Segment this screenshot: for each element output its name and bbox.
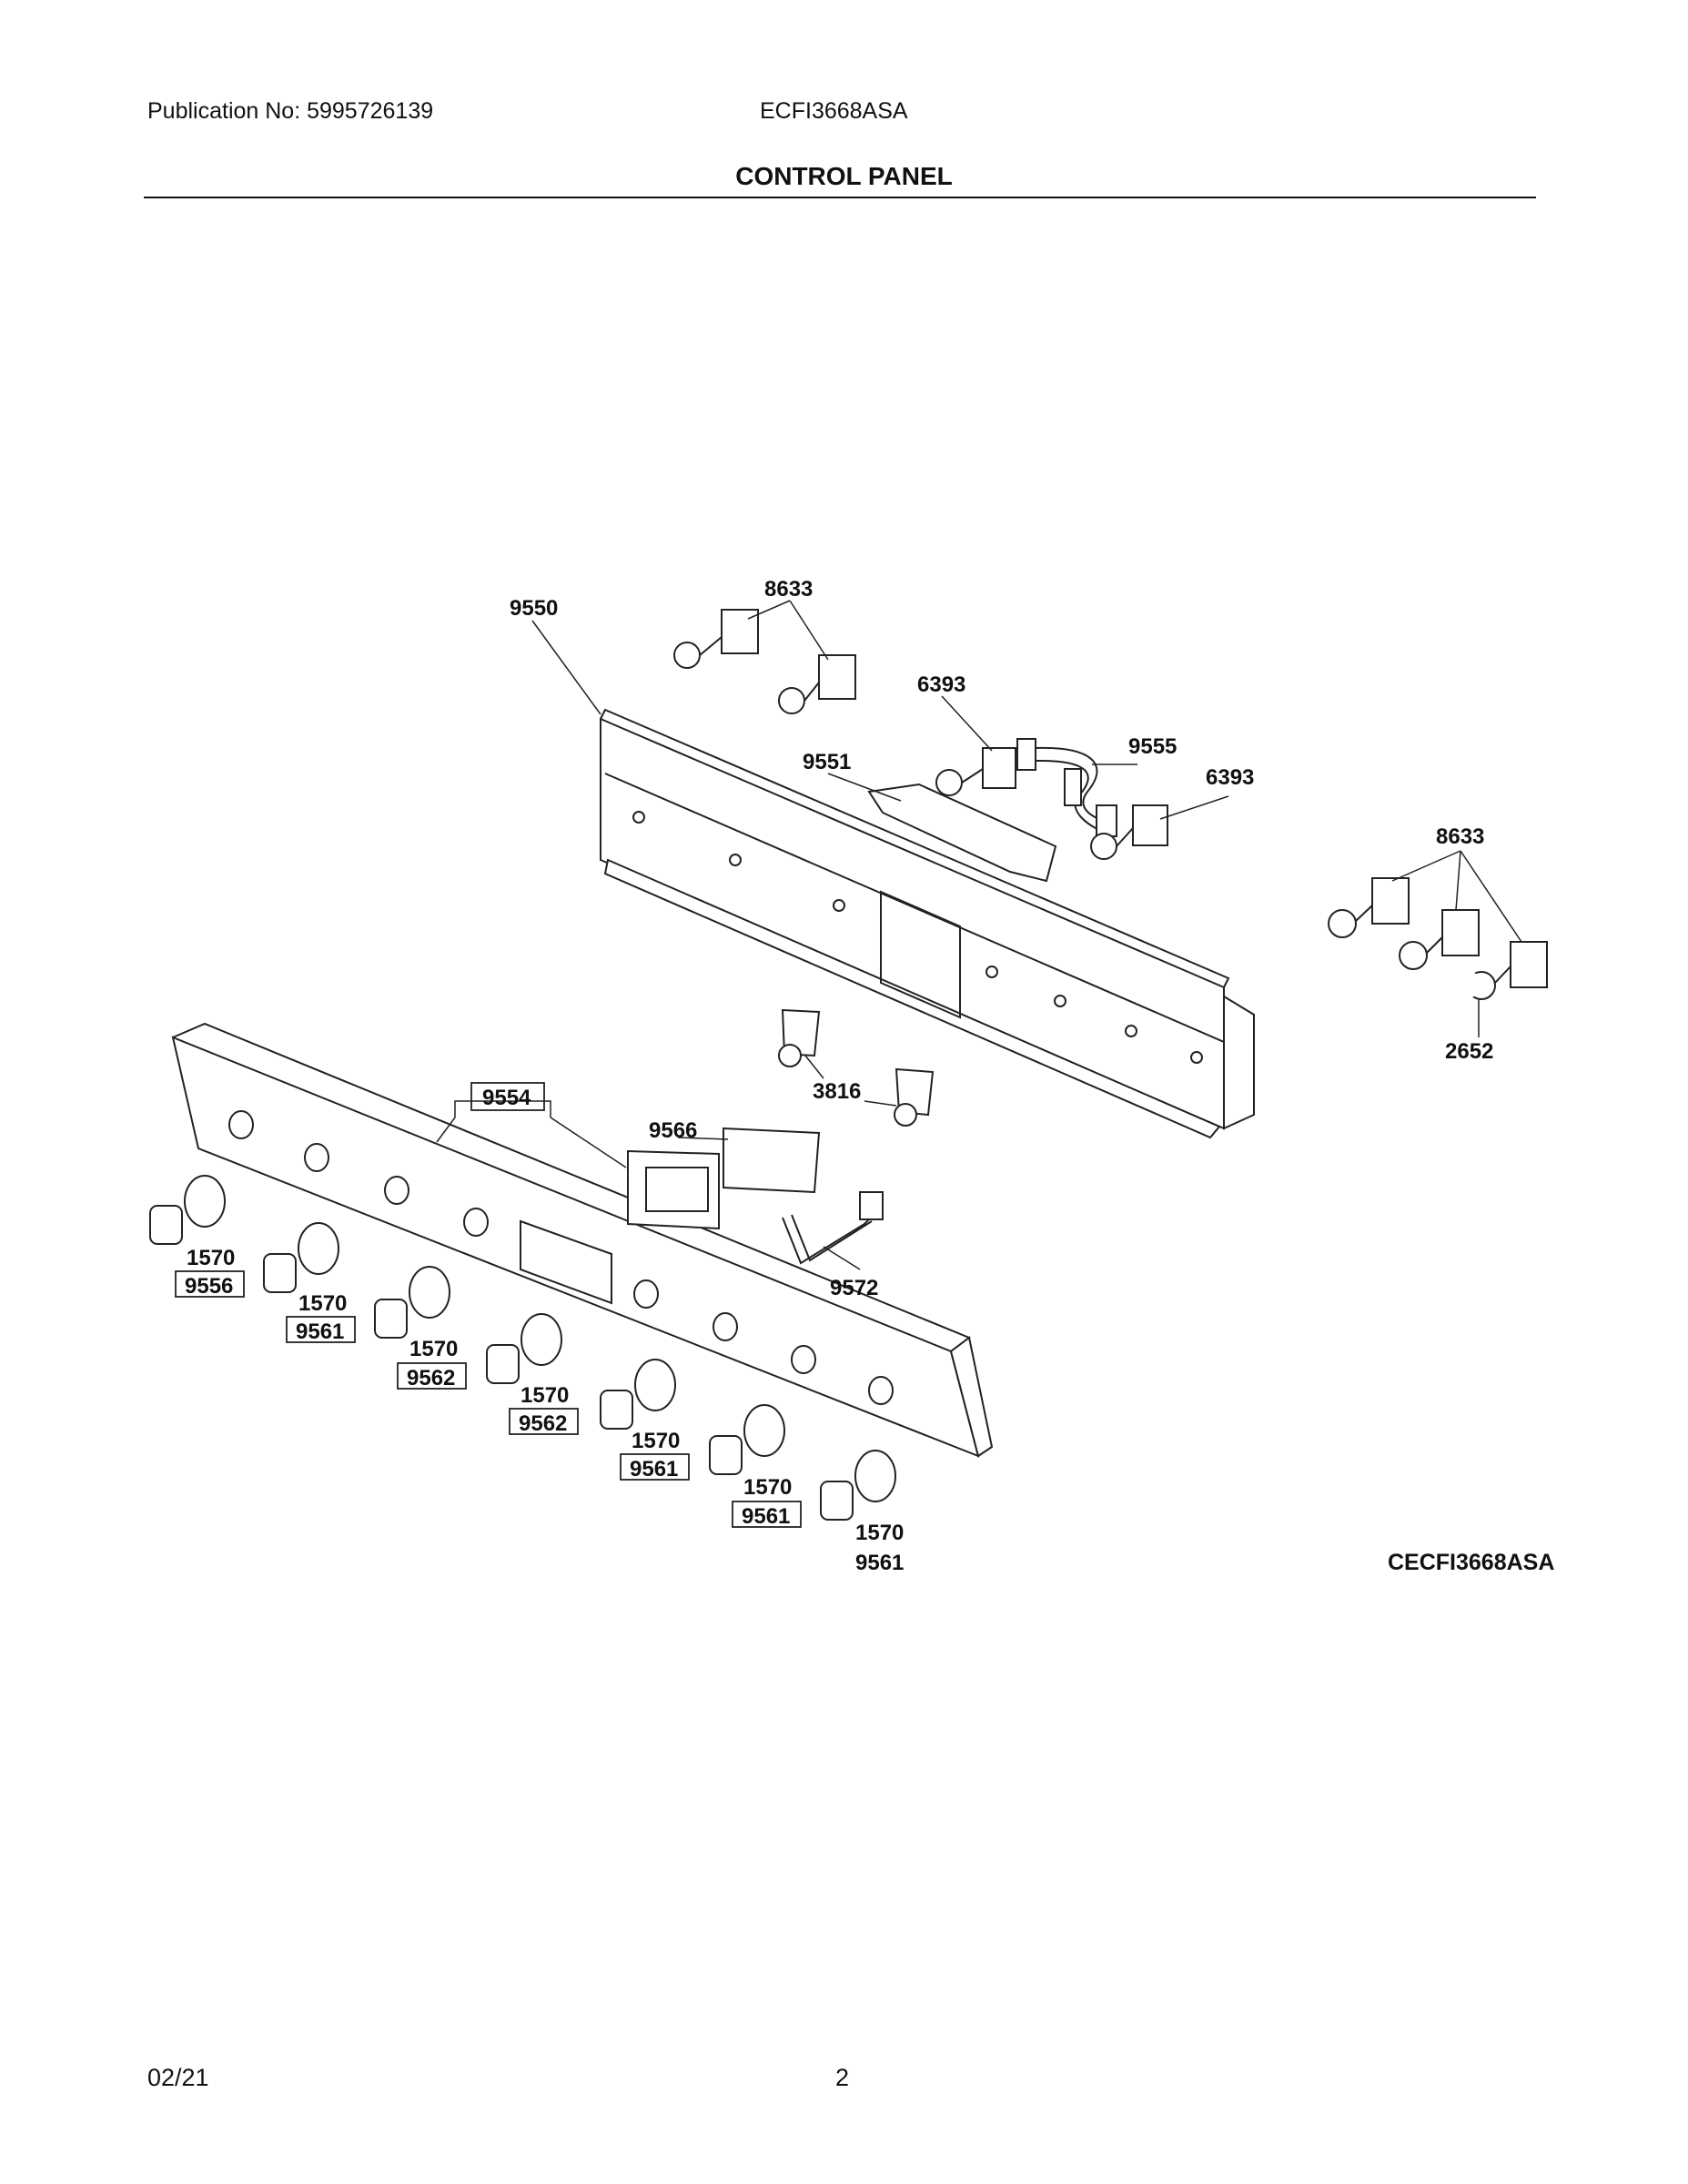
callout-9551: 9551 bbox=[803, 750, 851, 774]
publication-number: Publication No: 5995726139 bbox=[147, 98, 434, 124]
callout-1570-2: 1570 bbox=[298, 1291, 347, 1316]
callout-1570-4: 1570 bbox=[521, 1383, 569, 1408]
ribbon-cable-9572 bbox=[782, 1191, 884, 1265]
callout-1570-5: 1570 bbox=[632, 1429, 680, 1453]
callout-boxes bbox=[175, 1082, 802, 1528]
callout-9555: 9555 bbox=[1128, 734, 1177, 759]
leader-lines bbox=[436, 600, 1522, 1270]
display-bracket bbox=[867, 783, 1057, 883]
callout-8633-top: 8633 bbox=[764, 577, 813, 602]
revision-date: 02/21 bbox=[147, 2064, 209, 2091]
infinite-switches-right bbox=[1328, 877, 1548, 1000]
callout-9572: 9572 bbox=[830, 1276, 878, 1300]
callout-9561-2: 9561 bbox=[630, 1457, 678, 1481]
callout-9554: 9554 bbox=[482, 1086, 531, 1110]
callout-1570-7: 1570 bbox=[855, 1521, 904, 1545]
model-number: ECFI3668ASA bbox=[760, 98, 908, 124]
wire-harness-9555 bbox=[1016, 738, 1117, 837]
callout-1570-3: 1570 bbox=[409, 1337, 458, 1361]
page-number: 2 bbox=[835, 2064, 850, 2091]
callout-8633-right: 8633 bbox=[1436, 824, 1484, 849]
selector-switches bbox=[778, 1008, 935, 1127]
callout-6393-a: 6393 bbox=[917, 672, 965, 697]
infinite-switches-top bbox=[673, 609, 1168, 860]
control-knobs bbox=[149, 1175, 896, 1521]
callout-1570-6: 1570 bbox=[743, 1475, 792, 1500]
rear-panel-holes bbox=[632, 811, 1203, 1064]
callout-9561-4: 9561 bbox=[855, 1551, 904, 1575]
callout-6393-b: 6393 bbox=[1206, 765, 1254, 790]
callout-9562-1: 9562 bbox=[407, 1366, 455, 1390]
rear-panel-bracket bbox=[600, 708, 1255, 1139]
callout-9562-2: 9562 bbox=[519, 1411, 567, 1436]
callout-9561-1: 9561 bbox=[296, 1320, 344, 1344]
header-rule bbox=[144, 197, 1536, 198]
diagram-code: CECFI3668ASA bbox=[1388, 1550, 1554, 1575]
callout-9561-3: 9561 bbox=[742, 1504, 790, 1529]
display-board bbox=[627, 1127, 821, 1230]
callout-9566: 9566 bbox=[649, 1118, 697, 1143]
callout-3816: 3816 bbox=[813, 1079, 861, 1104]
callout-9556: 9556 bbox=[185, 1274, 233, 1299]
callout-labels: 9550 8633 6393 9555 9551 6393 8633 2652 … bbox=[185, 577, 1554, 1575]
callout-1570-1: 1570 bbox=[187, 1246, 235, 1270]
callout-2652: 2652 bbox=[1445, 1039, 1493, 1064]
callout-9550: 9550 bbox=[510, 596, 558, 621]
page-title: CONTROL PANEL bbox=[735, 162, 953, 190]
front-control-panel bbox=[171, 1022, 994, 1458]
front-panel-knob-holes bbox=[228, 1110, 894, 1405]
